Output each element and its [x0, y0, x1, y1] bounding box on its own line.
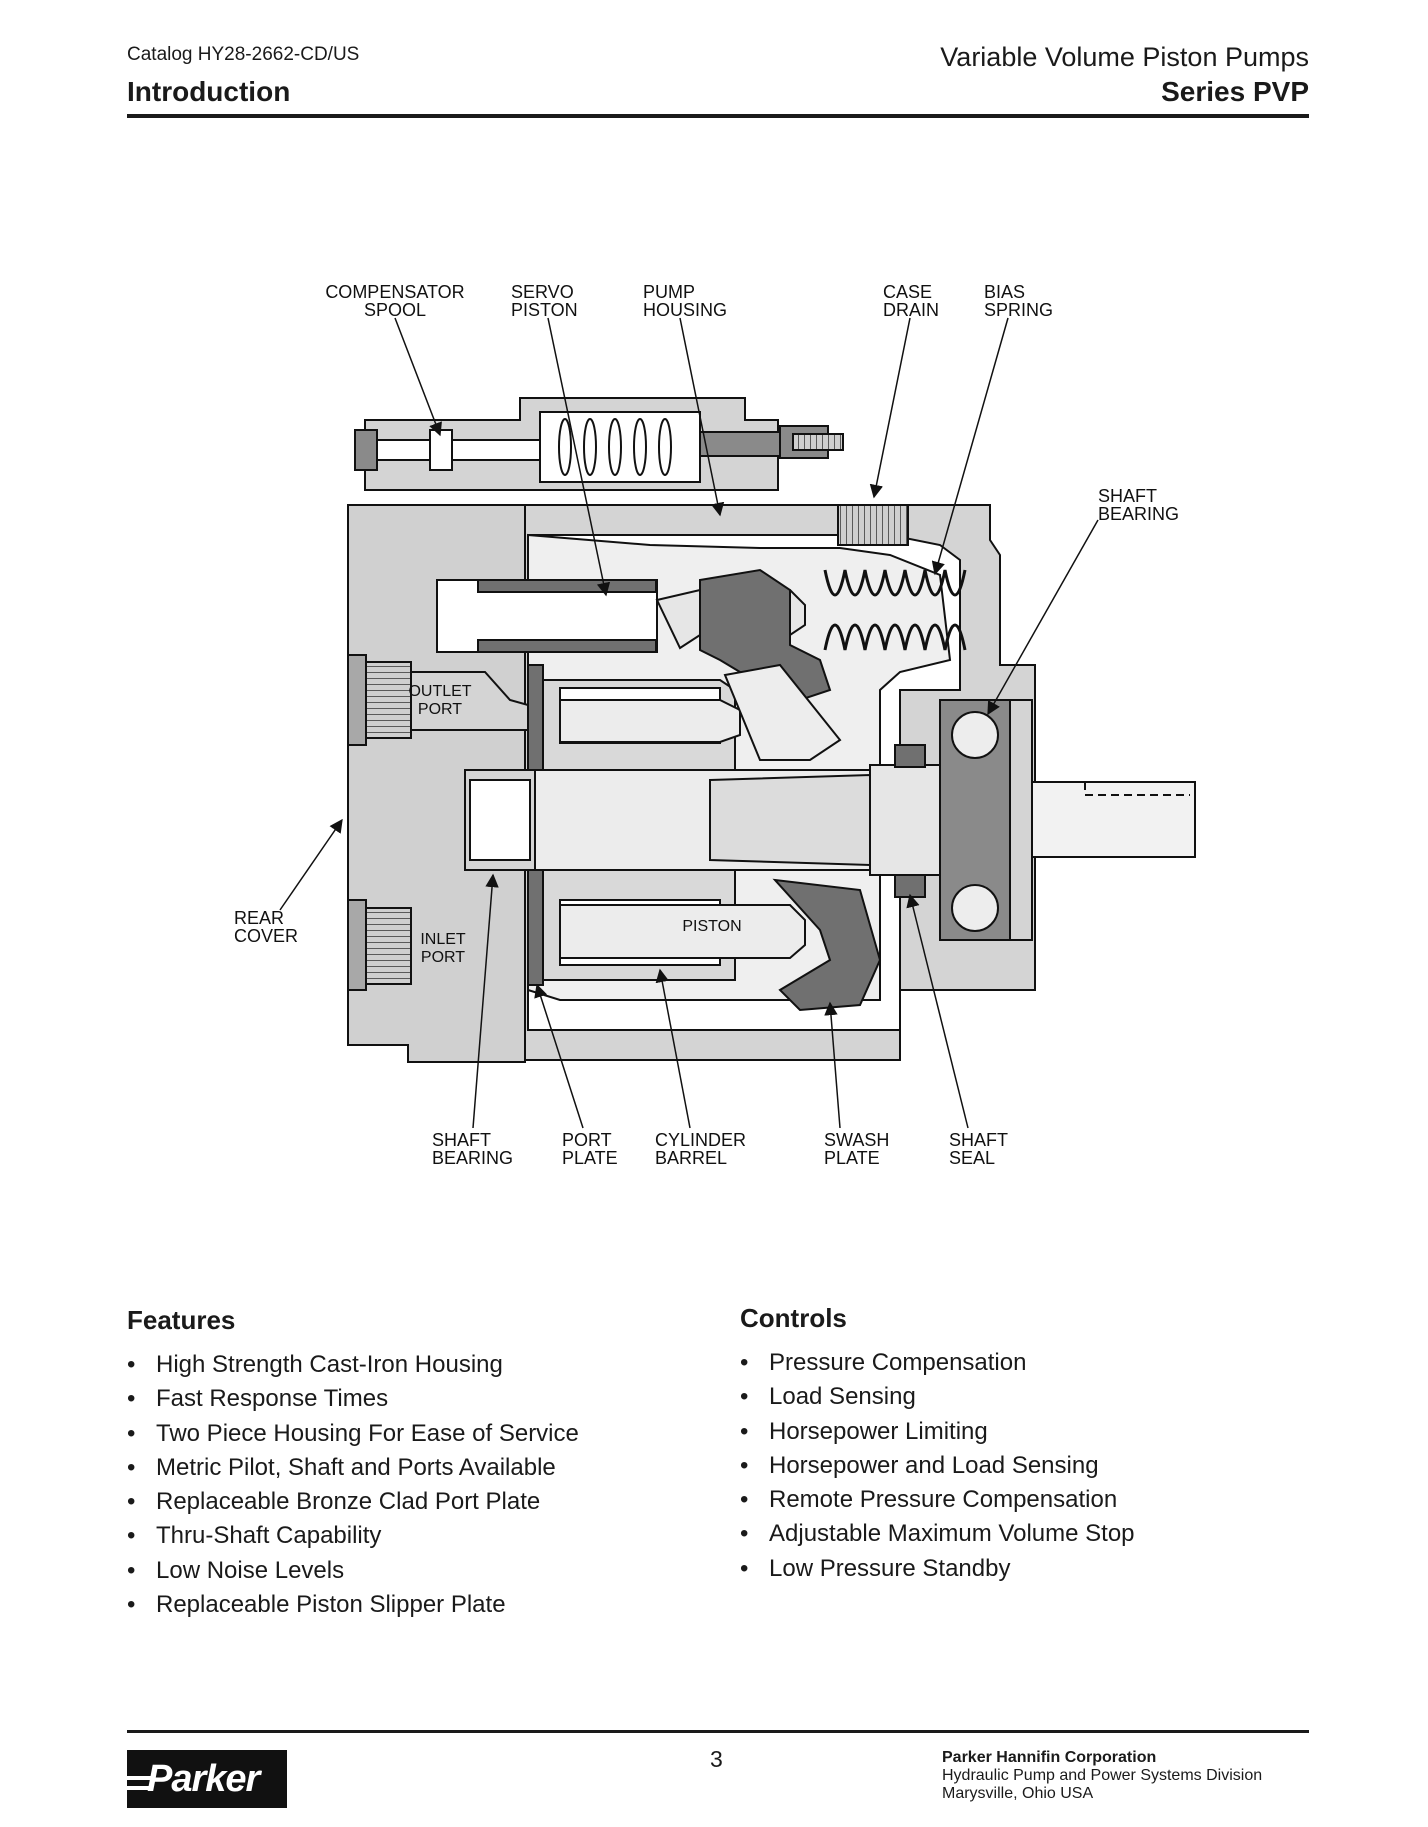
label-servo-line1: SERVO	[511, 282, 574, 302]
list-item: •Replaceable Bronze Clad Port Plate	[127, 1488, 541, 1516]
list-item: •Pressure Compensation	[740, 1349, 1027, 1376]
label-port-plate-line2: PLATE	[562, 1148, 618, 1168]
compensator-block	[354, 397, 844, 491]
leader-cylinder-barrel	[655, 968, 691, 1129]
footer-rule	[127, 1730, 1309, 1733]
leader-case-drain	[869, 317, 911, 499]
controls-list: •Pressure Compensation •Load Sensing •Ho…	[740, 1346, 1300, 1586]
list-item: •Horsepower Limiting	[740, 1417, 988, 1445]
leader-shaft-bearing-top	[987, 519, 1099, 716]
label-shaft-seal-line2: SEAL	[949, 1148, 995, 1168]
list-item: •High Strength Cast-Iron Housing	[127, 1351, 503, 1378]
list-item: •Thru-Shaft Capability	[127, 1522, 382, 1550]
label-compensator-line1: COMPENSATOR	[325, 282, 464, 302]
label-piston: PISTON	[682, 918, 741, 935]
leader-pump-housing	[679, 317, 725, 517]
label-servo-line2: PISTON	[511, 300, 578, 320]
features-section: Features •High Strength Cast-Iron Housin…	[127, 1305, 687, 1622]
list-item: •Fast Response Times	[127, 1385, 389, 1413]
leader-servo-piston	[547, 317, 611, 597]
header-rule	[127, 114, 1309, 118]
label-pump-line1: PUMP	[643, 282, 695, 302]
label-inlet-line1: INLET	[420, 931, 466, 948]
outlet-port	[347, 654, 529, 746]
label-port-plate-line1: PORT	[562, 1130, 612, 1150]
catalog-number: Catalog HY28-2662-CD/US	[127, 44, 360, 65]
list-item: •Metric Pilot, Shaft and Ports Available	[127, 1453, 556, 1481]
label-case-line2: DRAIN	[883, 300, 939, 320]
servo-piston	[436, 568, 832, 702]
label-shaft-bearing-top-line2: BEARING	[1098, 504, 1179, 524]
leader-shaft-seal	[906, 893, 969, 1129]
product-title: Variable Volume Piston Pumps	[940, 42, 1309, 72]
swash-plate	[723, 663, 882, 1012]
label-bias-line1: BIAS	[984, 282, 1025, 302]
label-shaft-bearing-top-line1: SHAFT	[1098, 486, 1157, 506]
label-shaft-bearing-bottom-line1: SHAFT	[432, 1130, 491, 1150]
leader-rear-cover	[279, 818, 343, 911]
bias-spring	[823, 569, 967, 651]
controls-heading: Controls	[740, 1303, 847, 1333]
piston-lower	[559, 904, 806, 959]
label-rear-line1: REAR	[234, 908, 284, 928]
company-block: Parker Hannifin Corporation Hydraulic Pu…	[942, 1749, 1262, 1803]
label-shaft-bearing-bottom-line2: BEARING	[432, 1148, 513, 1168]
company-name: Parker Hannifin Corporation	[942, 1749, 1157, 1766]
list-item: •Two Piece Housing For Ease of Service	[127, 1419, 579, 1447]
drive-shaft	[464, 764, 1196, 876]
list-item: •Horsepower and Load Sensing	[740, 1451, 1099, 1479]
label-cylinder-line2: BARREL	[655, 1148, 727, 1168]
leader-swash-plate	[824, 1001, 841, 1129]
list-item: •Remote Pressure Compensation	[740, 1486, 1118, 1514]
rear-bearing	[464, 769, 536, 871]
label-outlet-line2: PORT	[418, 701, 462, 718]
features-list: •High Strength Cast-Iron Housing •Fast R…	[127, 1348, 687, 1622]
label-swash-line2: PLATE	[824, 1148, 880, 1168]
front-bearing	[939, 699, 1033, 941]
section-title: Introduction	[127, 76, 291, 107]
leader-port-plate	[534, 983, 584, 1129]
inlet-port	[347, 899, 412, 991]
label-rear-line2: COVER	[234, 926, 298, 946]
list-item: •Load Sensing	[740, 1383, 916, 1411]
page-number: 3	[710, 1746, 723, 1772]
list-item: •Adjustable Maximum Volume Stop	[740, 1520, 1135, 1548]
list-item: •Replaceable Piston Slipper Plate	[127, 1591, 506, 1619]
controls-section: Controls •Pressure Compensation •Load Se…	[740, 1303, 1300, 1586]
label-case-line1: CASE	[883, 282, 932, 302]
list-item: •Low Noise Levels	[127, 1556, 345, 1584]
parker-logo: Parker	[127, 1750, 287, 1808]
logo-wordmark: Parker	[147, 1758, 260, 1800]
diagram-labels: COMPENSATOR SPOOL SERVO PISTON PUMP HOUS…	[234, 282, 1179, 1168]
features-heading: Features	[127, 1305, 236, 1335]
label-bias-line2: SPRING	[984, 300, 1053, 320]
list-item: •Low Pressure Standby	[740, 1554, 1011, 1582]
series-title: Series PVP	[1161, 76, 1309, 107]
label-cylinder-line1: CYLINDER	[655, 1130, 746, 1150]
label-shaft-seal-line1: SHAFT	[949, 1130, 1008, 1150]
label-outlet-line1: OUTLET	[408, 683, 471, 700]
label-compensator-line2: SPOOL	[364, 300, 426, 320]
label-pump-line2: HOUSING	[643, 300, 727, 320]
company-division: Hydraulic Pump and Power Systems Divisio…	[942, 1767, 1263, 1784]
leader-compensator-spool	[394, 317, 442, 437]
leader-bias-spring	[931, 317, 1009, 576]
label-inlet-line2: PORT	[421, 949, 465, 966]
compensator-spring	[558, 418, 672, 476]
company-location: Marysville, Ohio USA	[942, 1785, 1094, 1802]
label-swash-line1: SWASH	[824, 1130, 889, 1150]
leader-shaft-bearing-bottom	[472, 873, 499, 1129]
piston-upper	[559, 699, 741, 743]
